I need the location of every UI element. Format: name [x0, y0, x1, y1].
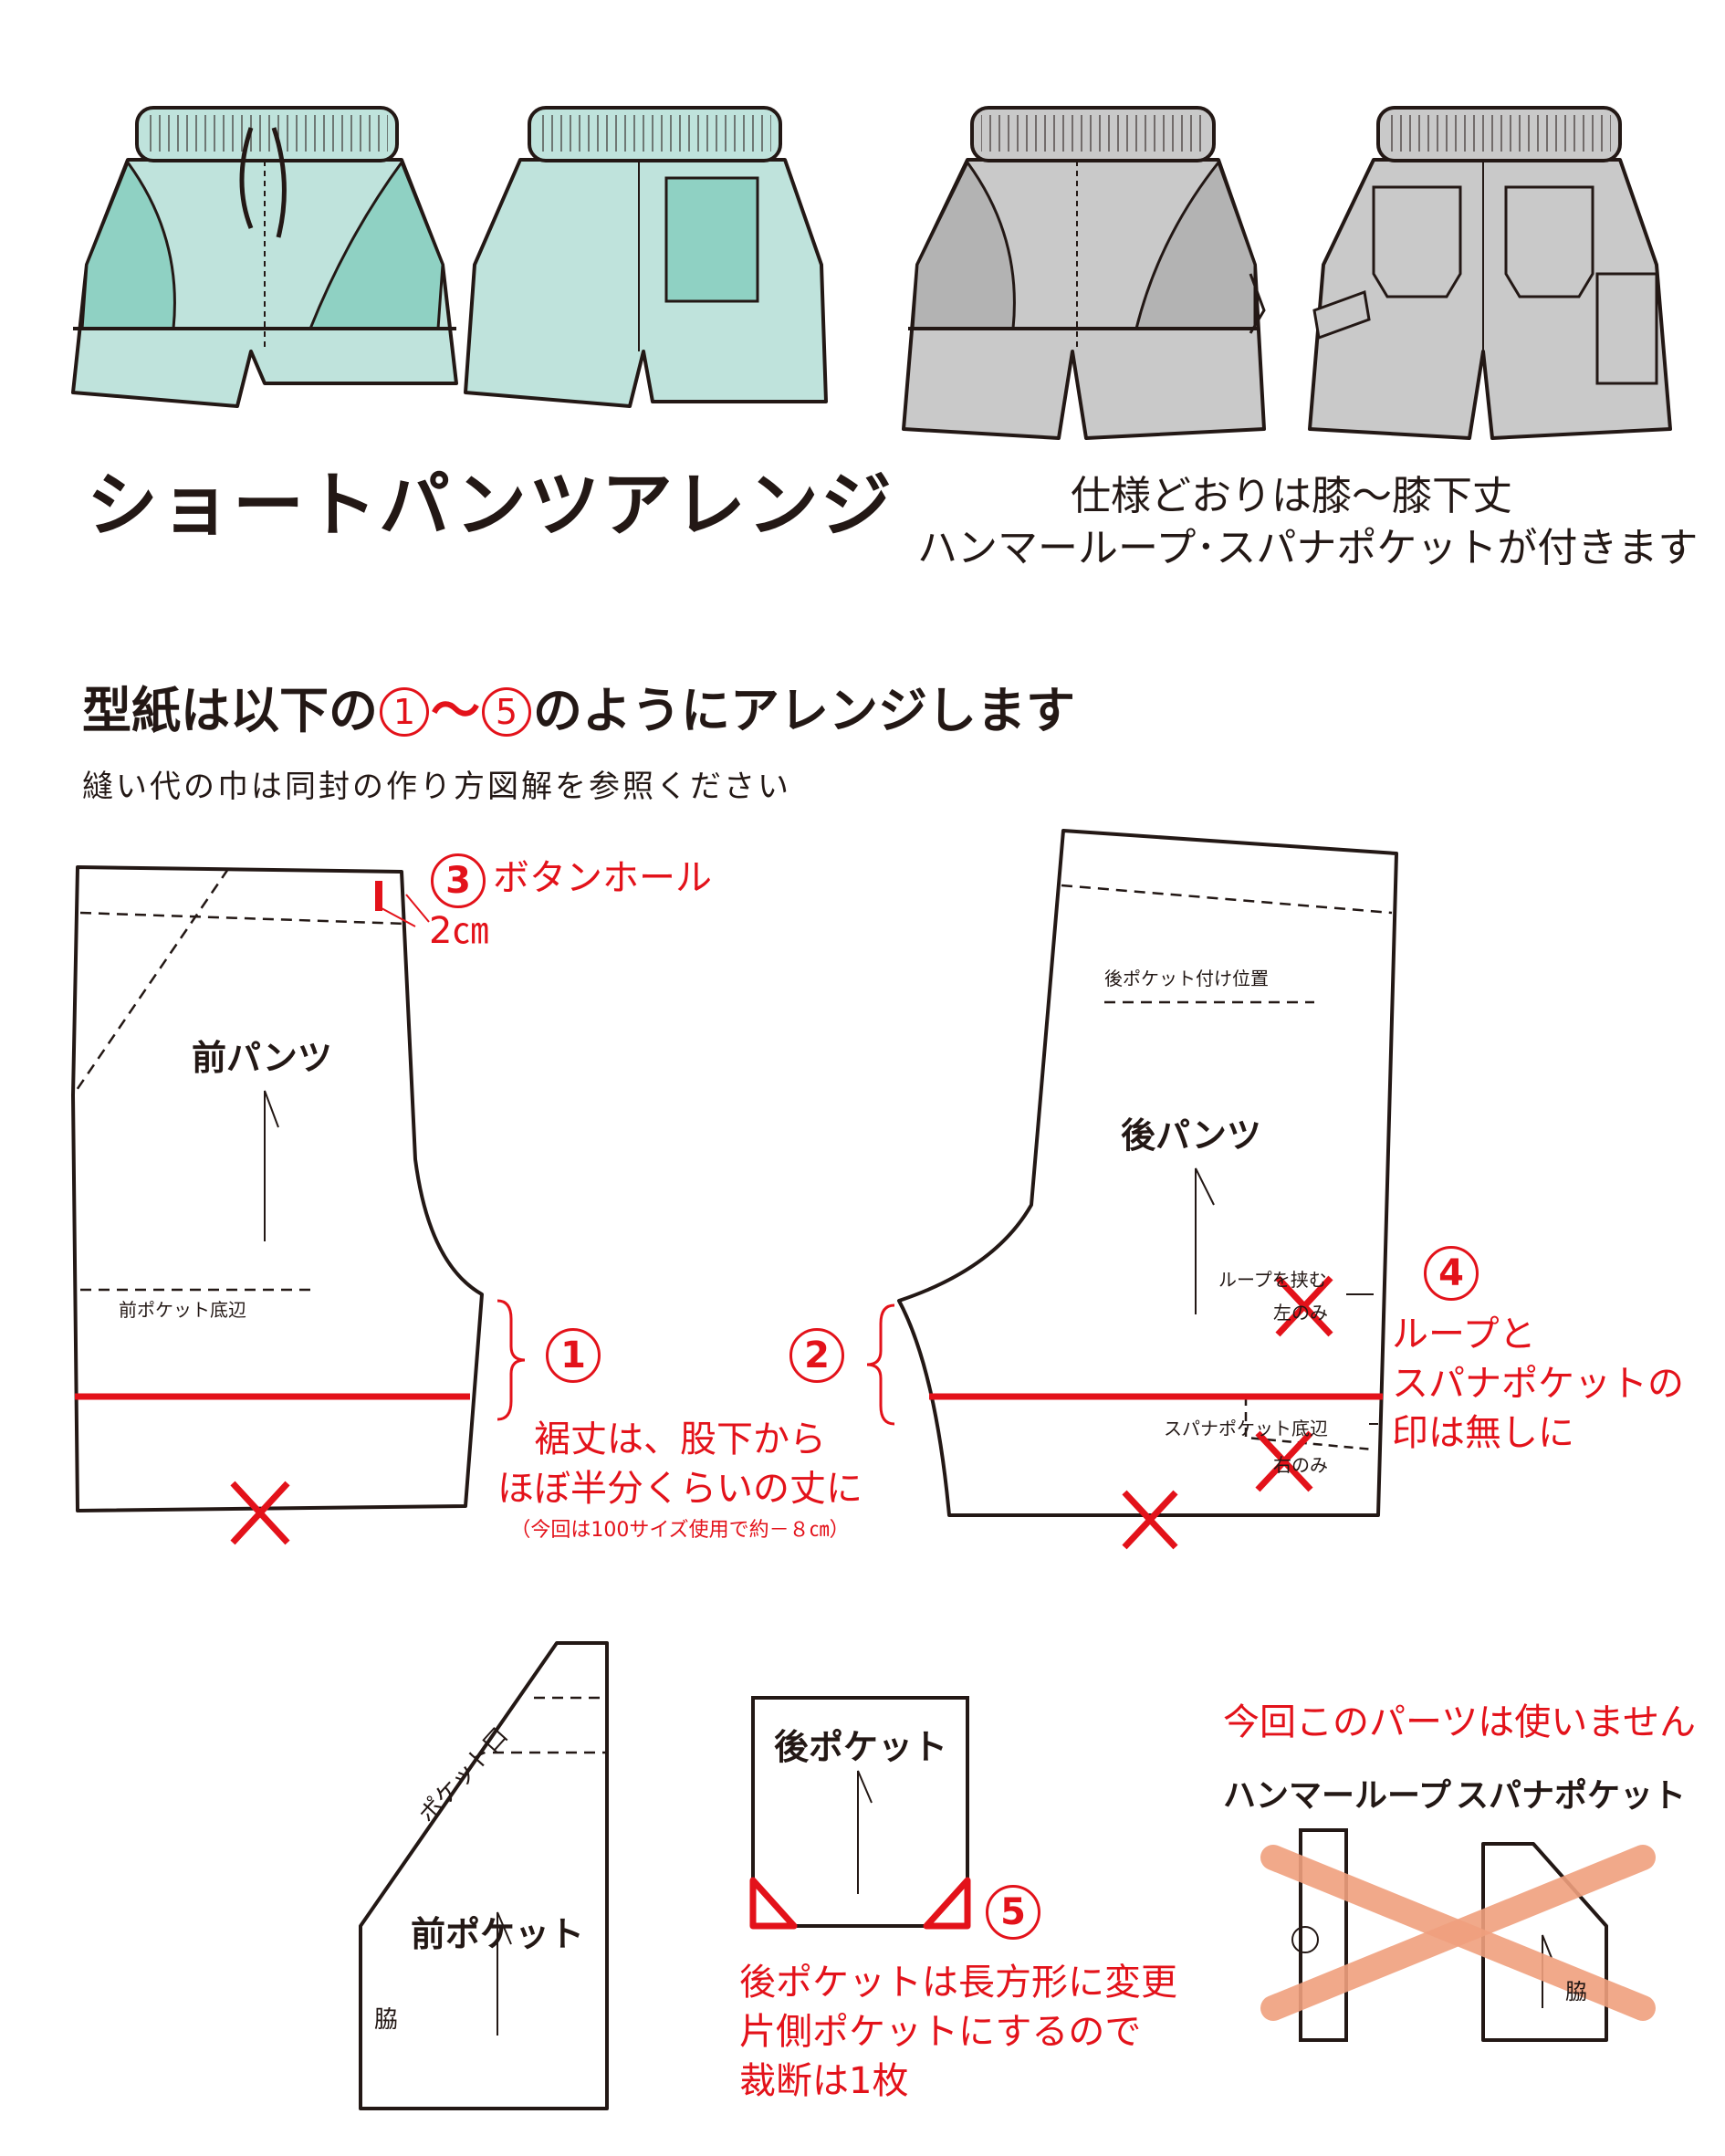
back-pants-label: 後パンツ: [1121, 1115, 1261, 1156]
hammer-loop-label: ハンマーループ: [1223, 1777, 1451, 1815]
front-pocket-pattern: [359, 1641, 609, 2110]
step4-note: ループと スパナポケットの 印は無しに: [1392, 1310, 1684, 1458]
hem-note: 裾丈は、股下から ほぼ半分くらいの丈に （今回は100サイズ使用で約－８㎝）: [497, 1415, 862, 1541]
page-title: ショートパンツアレンジ: [87, 465, 894, 547]
back-pocket-position-label: 後ポケット付け位置: [1104, 968, 1269, 989]
unused-parts-note: 今回このパーツは使いません: [1223, 1701, 1696, 1743]
step4-badge: 4: [1424, 1246, 1479, 1301]
front-pants-label: 前パンツ: [192, 1038, 332, 1078]
heading-num-end: 5: [482, 687, 531, 737]
step4-line3: 印は無しに: [1392, 1412, 1574, 1454]
step4-line2: スパナポケットの: [1392, 1363, 1684, 1405]
step5-note: 後ポケットは長方形に変更 片側ポケットにするので 裁断は1枚: [739, 1958, 1177, 2106]
left-only-label: 左のみ: [1273, 1302, 1328, 1324]
heading-suffix: のようにアレンジします: [533, 682, 1075, 739]
front-pocket-bottom-label: 前ポケット底辺: [119, 1299, 246, 1321]
shorts-mint-front-illustration: [71, 106, 458, 408]
spec-note-line2: ハンマーループ･スパナポケットが付きます: [917, 525, 1699, 572]
step4-line1: ループと: [1392, 1313, 1536, 1355]
spanner-bottom-label: スパナポケット底辺: [1164, 1418, 1328, 1439]
heading-prefix: 型紙は以下の: [82, 682, 378, 739]
back-pocket-label: 後ポケット: [774, 1727, 948, 1767]
step5-line3: 裁断は1枚: [739, 2060, 909, 2102]
heading-num-start: 1: [380, 687, 429, 737]
front-pants-pattern: [71, 865, 526, 1545]
front-pocket-side-label: 脇: [374, 2006, 399, 2034]
spec-note-line1: 仕様どおりは膝〜膝下丈: [1071, 473, 1512, 519]
back-pocket-pattern: [749, 1696, 971, 1930]
right-only-label: 右のみ: [1273, 1454, 1328, 1476]
back-pants-pattern: [866, 829, 1398, 1550]
front-pocket-label: 前ポケット: [411, 1914, 585, 1954]
hem-note-line3: （今回は100サイズ使用で約－８㎝）: [510, 1519, 850, 1542]
step3-badge: 3: [431, 853, 486, 908]
step5-line2: 片側ポケットにするので: [739, 2011, 1142, 2053]
spanner-side-label: 脇: [1565, 1979, 1587, 2004]
hem-note-line2: ほぼ半分くらいの丈に: [497, 1468, 862, 1510]
step3-text: ボタンホール: [493, 857, 712, 899]
hem-note-line1: 裾丈は、股下から: [534, 1418, 826, 1460]
shorts-mint-back-illustration: [464, 106, 828, 408]
shorts-gray-front-illustration: [902, 106, 1266, 440]
unused-parts: [1260, 1828, 1656, 2042]
spanner-pocket-label: スパナポケット: [1456, 1777, 1687, 1815]
step5-badge: 5: [986, 1885, 1040, 1940]
step1-badge: 1: [546, 1328, 601, 1383]
shorts-gray-back-illustration: [1308, 106, 1672, 440]
spec-note: 仕様どおりは膝〜膝下丈 ハンマーループ･スパナポケットが付きます: [917, 470, 1699, 574]
heading-tilde: 〜: [431, 682, 480, 739]
step5-line1: 後ポケットは長方形に変更: [739, 1962, 1177, 2004]
step2-badge: 2: [789, 1328, 844, 1383]
subheading: 縫い代の巾は同封の作り方図解を参照ください: [82, 769, 791, 805]
step3-size: 2㎝: [429, 910, 489, 952]
loop-mark-label: ループを挟む: [1218, 1269, 1327, 1291]
